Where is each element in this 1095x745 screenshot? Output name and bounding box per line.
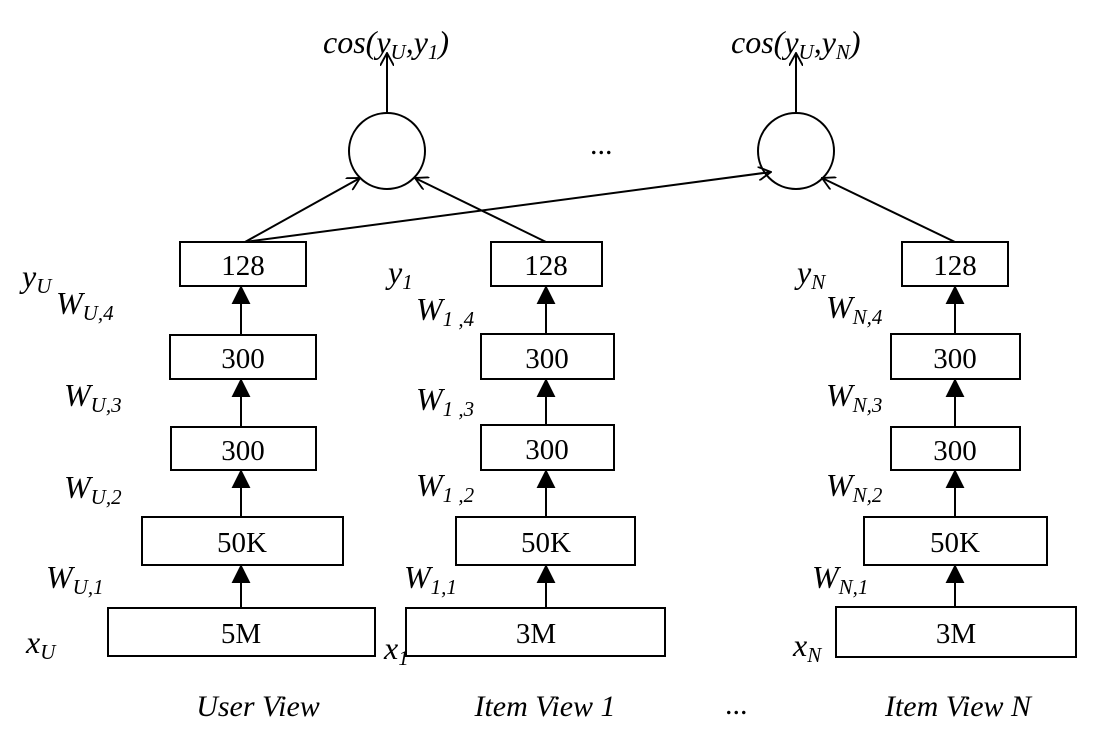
weight-label-2: WU,2 (64, 469, 122, 509)
connection-yU-to-cosN (244, 172, 771, 243)
layer-size-label: 128 (221, 250, 265, 282)
layer-size-label: 300 (525, 343, 569, 375)
view-caption: Item View N (884, 690, 1033, 723)
view-caption: User View (196, 690, 320, 723)
weight-label-3: WN,3 (826, 377, 882, 417)
layer-box-input (405, 607, 666, 657)
layer-size-label: 300 (525, 434, 569, 466)
weight-label-4: W1 ,4 (416, 291, 475, 331)
cosine-output-label: cos(yU,y1) (323, 24, 449, 64)
cosine-node-user-item1: cos(yU,y1) (323, 24, 449, 190)
layer-size-label: 50K (217, 527, 267, 559)
input-vector-label: x1 (383, 630, 409, 670)
cosine-output-label: cos(yU,yN) (731, 24, 861, 64)
weight-label-1: WU,1 (46, 559, 104, 599)
view-caption: Item View 1 (473, 690, 615, 723)
layer-box-output (490, 241, 603, 287)
layer-size-label: 300 (933, 435, 977, 467)
output-vector-label: y1 (385, 254, 413, 294)
layer-box-hidden-1 (863, 516, 1048, 566)
layer-size-label: 5M (221, 618, 261, 650)
input-vector-label: xN (792, 627, 822, 667)
layer-size-label: 50K (521, 527, 571, 559)
weight-label-3: W1 ,3 (416, 381, 474, 421)
layer-size-label: 128 (524, 250, 568, 282)
layer-box-output (179, 241, 307, 287)
layer-box-hidden-2 (170, 426, 317, 471)
layer-box-hidden-1 (141, 516, 344, 566)
layer-size-label: 300 (221, 343, 265, 375)
layer-size-label: 3M (516, 618, 556, 650)
input-vector-label: xU (25, 624, 57, 664)
output-vector-label: yN (794, 254, 826, 294)
layer-box-hidden-3 (480, 333, 615, 380)
weight-label-3: WU,3 (64, 377, 122, 417)
weight-label-4: WU,4 (56, 285, 114, 325)
weight-label-4: WN,4 (826, 289, 883, 329)
cosine-node-user-itemN: cos(yU,yN) (731, 24, 861, 190)
column-item-view-1: 3M 50K 300 300 128 y1 W1 ,4 W1 ,3 W1 ,2 … (383, 241, 666, 723)
layer-size-label: 3M (936, 618, 976, 650)
weight-label-1: WN,1 (812, 559, 868, 599)
layer-size-label: 300 (933, 343, 977, 375)
layer-box-output (901, 241, 1009, 287)
weight-label-2: W1 ,2 (416, 467, 475, 507)
cosine-node-circle (348, 112, 426, 190)
weight-label-1: W1,1 (404, 559, 457, 599)
weight-label-2: WN,2 (826, 467, 883, 507)
layer-size-label: 50K (930, 527, 980, 559)
column-user-view: 5M 50K 300 300 128 yU WU,4 WU,3 WU,2 WU,… (19, 241, 376, 723)
connection-yU-to-cos1 (244, 178, 360, 243)
ellipsis-bottom: ... (725, 688, 748, 721)
layer-size-label: 300 (221, 435, 265, 467)
layer-size-label: 128 (933, 250, 977, 282)
output-vector-label: yU (19, 258, 53, 298)
layer-box-input (835, 606, 1077, 658)
ellipsis-top: ... (590, 128, 613, 161)
layer-box-hidden-1 (455, 516, 636, 566)
layer-box-input (107, 607, 376, 657)
connection-yN-to-cosN (822, 178, 956, 243)
column-item-view-N: 3M 50K 300 300 128 yN WN,4 WN,3 WN,2 WN,… (792, 241, 1077, 723)
